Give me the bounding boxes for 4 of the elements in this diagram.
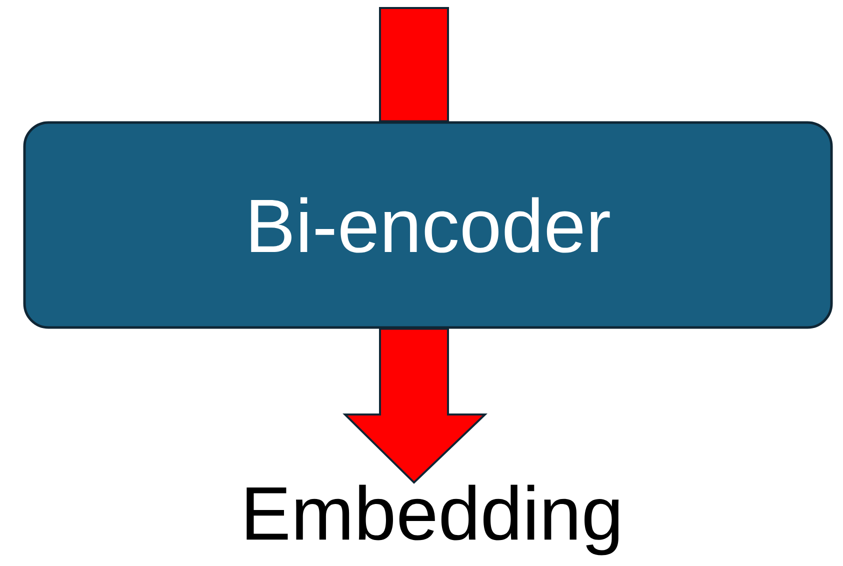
- block-arrow: [379, 7, 449, 122]
- block-arrow: [342, 328, 488, 484]
- output-label: Embedding: [246, 484, 619, 556]
- process-box: Bi-encoder: [23, 121, 833, 329]
